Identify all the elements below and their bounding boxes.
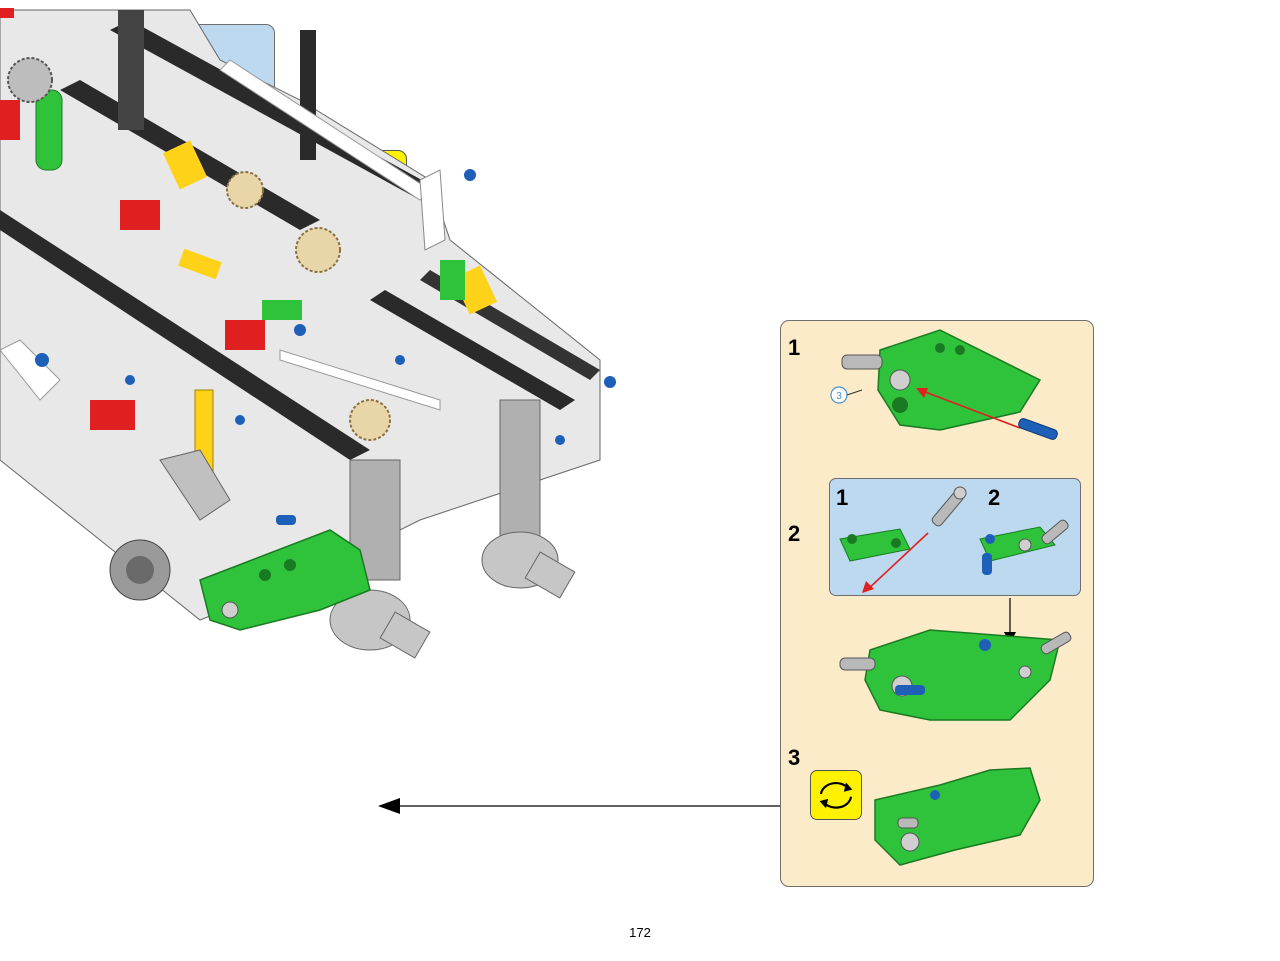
- callout-number: 3: [836, 391, 842, 402]
- final-green-subassembly: [874, 767, 1041, 866]
- sub-steps-illustration: 3: [830, 329, 1072, 866]
- rotate-model-icon: [810, 770, 862, 820]
- sub-step-number: 2: [788, 521, 801, 546]
- green-panel-with-cross-block: [839, 629, 1072, 721]
- new-green-subassembly: [199, 515, 371, 631]
- inner-step-number: 2: [988, 485, 1001, 510]
- model-illustration: [0, 8, 616, 659]
- blue-axle-pin-icon: [1018, 418, 1058, 440]
- sub-step-number: 3: [788, 745, 801, 770]
- chassis-assembly: [0, 8, 616, 659]
- green-panel-subassembly: [841, 329, 1042, 431]
- inner-substep-panel: [829, 478, 1081, 596]
- green-cross-block-icon: [839, 528, 911, 562]
- sub-step-number: 1: [788, 335, 801, 360]
- page-number: 172: [629, 925, 651, 940]
- inner-step-number: 1: [836, 485, 849, 510]
- gray-axle-pin-icon: [931, 486, 967, 527]
- green-cross-block-with-pins: [979, 519, 1069, 575]
